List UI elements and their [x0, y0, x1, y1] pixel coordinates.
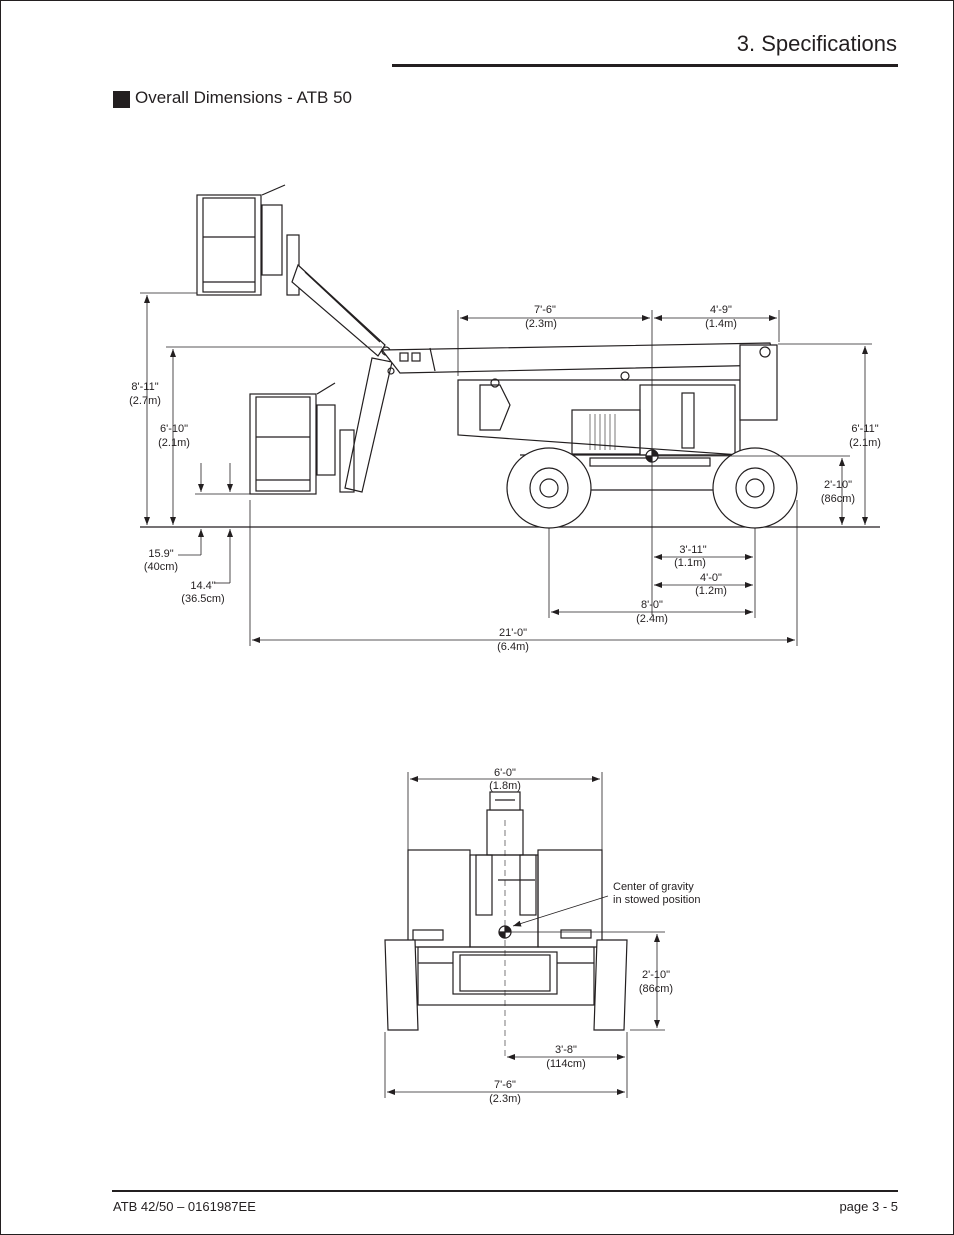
dim-platform-floor-2: 14.4" — [190, 580, 215, 592]
front-view-machine — [384, 791, 628, 1060]
chapter-rule — [392, 64, 898, 67]
dim-overall-height-metric: (2.1m) — [849, 437, 881, 449]
dim-half-track-metric: (114cm) — [546, 1058, 586, 1070]
dim-overall-length: 21'-0" — [499, 627, 527, 639]
dim-boom-reach-2: 4'-9" — [710, 304, 732, 316]
dim-boom-reach-1: 7'-6" — [534, 304, 556, 316]
dim-axle-partial-metric: (1.2m) — [695, 585, 727, 597]
dim-platform-floor-2-metric: (36.5cm) — [181, 593, 224, 605]
dim-cog-height: 2'-10" — [824, 479, 852, 491]
dim-platform-height-stowed: 6'-10" — [160, 423, 188, 435]
chapter-title: 3. Specifications — [736, 31, 897, 56]
dim-body-width: 6'-0" — [494, 767, 516, 779]
front-view-dimension-lines — [384, 772, 665, 1098]
dim-wheelbase-metric: (2.4m) — [636, 613, 668, 625]
dim-platform-height-raised: 8'-11" — [131, 381, 158, 393]
dim-front-cog-height-metric: (86cm) — [639, 983, 673, 995]
section-title: Overall Dimensions - ATB 50 — [135, 88, 352, 107]
dim-boom-reach-2-metric: (1.4m) — [705, 318, 737, 330]
dim-boom-reach-1-metric: (2.3m) — [525, 318, 557, 330]
dim-body-width-metric: (1.8m) — [489, 780, 521, 792]
footer-doc-id: ATB 42/50 – 0161987EE — [113, 1199, 256, 1214]
dim-front-cog-height: 2'-10" — [642, 969, 670, 981]
dim-overall-length-metric: (6.4m) — [497, 641, 529, 653]
section-bullet-icon — [113, 91, 130, 108]
side-view-machine — [140, 184, 880, 529]
dim-cog-height-metric: (86cm) — [821, 493, 855, 505]
dim-platform-floor-1-metric: (40cm) — [144, 561, 178, 573]
dim-cog-to-rear-axle: 3'-11" — [679, 544, 706, 556]
cog-label-line1: Center of gravity — [613, 881, 694, 893]
dim-platform-floor-1: 15.9" — [148, 548, 173, 560]
dim-platform-height-stowed-metric: (2.1m) — [158, 437, 190, 449]
dim-platform-height-raised-metric: (2.7m) — [129, 395, 161, 407]
dim-overall-width-metric: (2.3m) — [489, 1093, 521, 1105]
dim-half-track: 3'-8" — [555, 1044, 577, 1056]
side-view-dimension-lines — [140, 292, 872, 646]
footer-rule — [112, 1190, 898, 1192]
dim-wheelbase: 8'-0" — [641, 599, 663, 611]
footer-page-number: page 3 - 5 — [839, 1199, 898, 1214]
cog-label-line2: in stowed position — [613, 894, 700, 906]
dim-overall-width: 7'-6" — [494, 1079, 516, 1091]
dim-overall-height: 6'-11" — [851, 423, 878, 435]
dim-cog-to-rear-axle-metric: (1.1m) — [674, 557, 706, 569]
dim-axle-partial: 4'-0" — [700, 572, 722, 584]
